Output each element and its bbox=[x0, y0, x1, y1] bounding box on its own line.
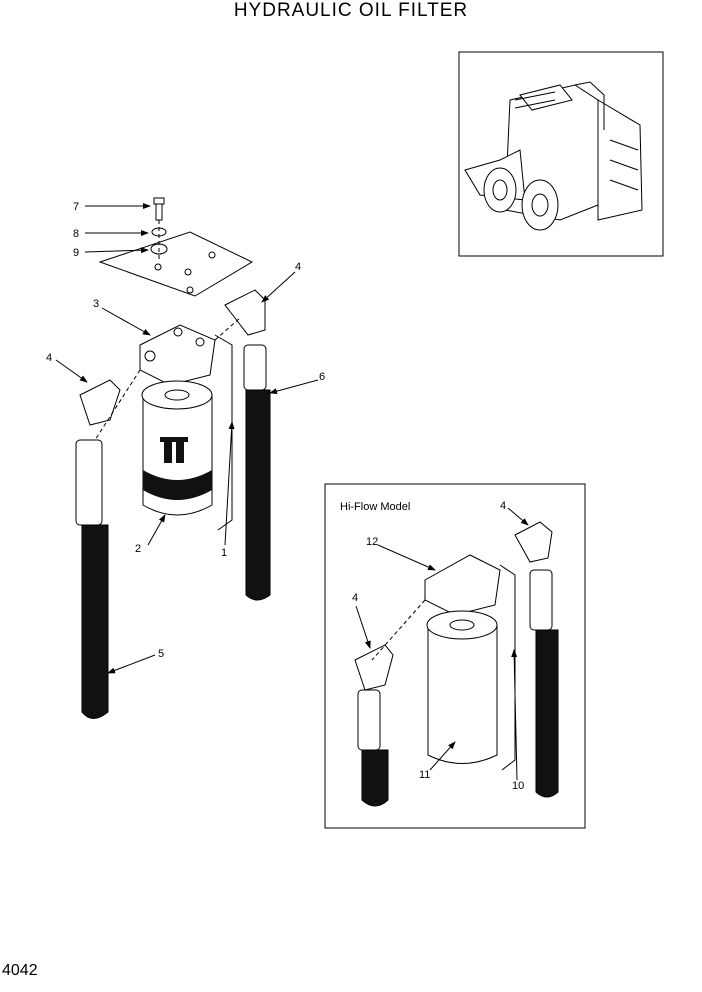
callout-4-hi-flow-left: 4 bbox=[352, 592, 358, 604]
callout-2: 2 bbox=[135, 543, 141, 555]
callout-11: 11 bbox=[419, 769, 430, 781]
callout-3: 3 bbox=[93, 298, 99, 310]
hi-flow-inset-frame bbox=[324, 483, 586, 829]
callout-8: 8 bbox=[73, 228, 79, 240]
page-code: 4042 bbox=[2, 962, 38, 979]
callout-4-left: 4 bbox=[46, 352, 52, 364]
callout-5: 5 bbox=[158, 648, 164, 660]
callout-12: 12 bbox=[366, 536, 378, 548]
machine-inset-frame bbox=[458, 51, 664, 257]
filter-head-3 bbox=[139, 324, 216, 386]
callout-1: 1 bbox=[221, 547, 227, 559]
hose-5 bbox=[75, 439, 109, 719]
callout-7: 7 bbox=[73, 201, 79, 213]
inset-title: Hi-Flow Model bbox=[340, 501, 410, 513]
hose-6 bbox=[243, 344, 271, 601]
hi-flow-elbow-4-left bbox=[354, 644, 394, 691]
hi-flow-inset: Hi-Flow Model bbox=[324, 483, 586, 829]
callout-10: 10 bbox=[512, 780, 524, 792]
callout-4-upper: 4 bbox=[295, 261, 301, 273]
bolt-7 bbox=[153, 197, 165, 221]
callout-4-hi-flow-upper: 4 bbox=[500, 500, 506, 512]
page-title: HYDRAULIC OIL FILTER bbox=[233, 0, 469, 21]
hi-flow-hose-path-10 bbox=[499, 564, 516, 771]
hose-path-1 bbox=[214, 334, 233, 531]
machine-inset bbox=[458, 51, 664, 257]
hi-flow-elbow-4-upper bbox=[514, 521, 553, 563]
hi-flow-filter-head-12 bbox=[424, 554, 501, 616]
skid-steer-loader-illustration bbox=[464, 81, 643, 231]
elbow-fitting-4-left bbox=[79, 379, 121, 426]
filter-canister-2 bbox=[141, 380, 213, 516]
callout-9: 9 bbox=[73, 247, 79, 259]
elbow-fitting-4-upper bbox=[224, 289, 266, 336]
mounting-plate bbox=[98, 231, 254, 297]
hi-flow-filter-canister-11 bbox=[426, 610, 498, 764]
callout-6: 6 bbox=[319, 371, 325, 383]
hi-flow-hose-right bbox=[529, 569, 559, 798]
hi-flow-hose-left bbox=[357, 689, 389, 807]
